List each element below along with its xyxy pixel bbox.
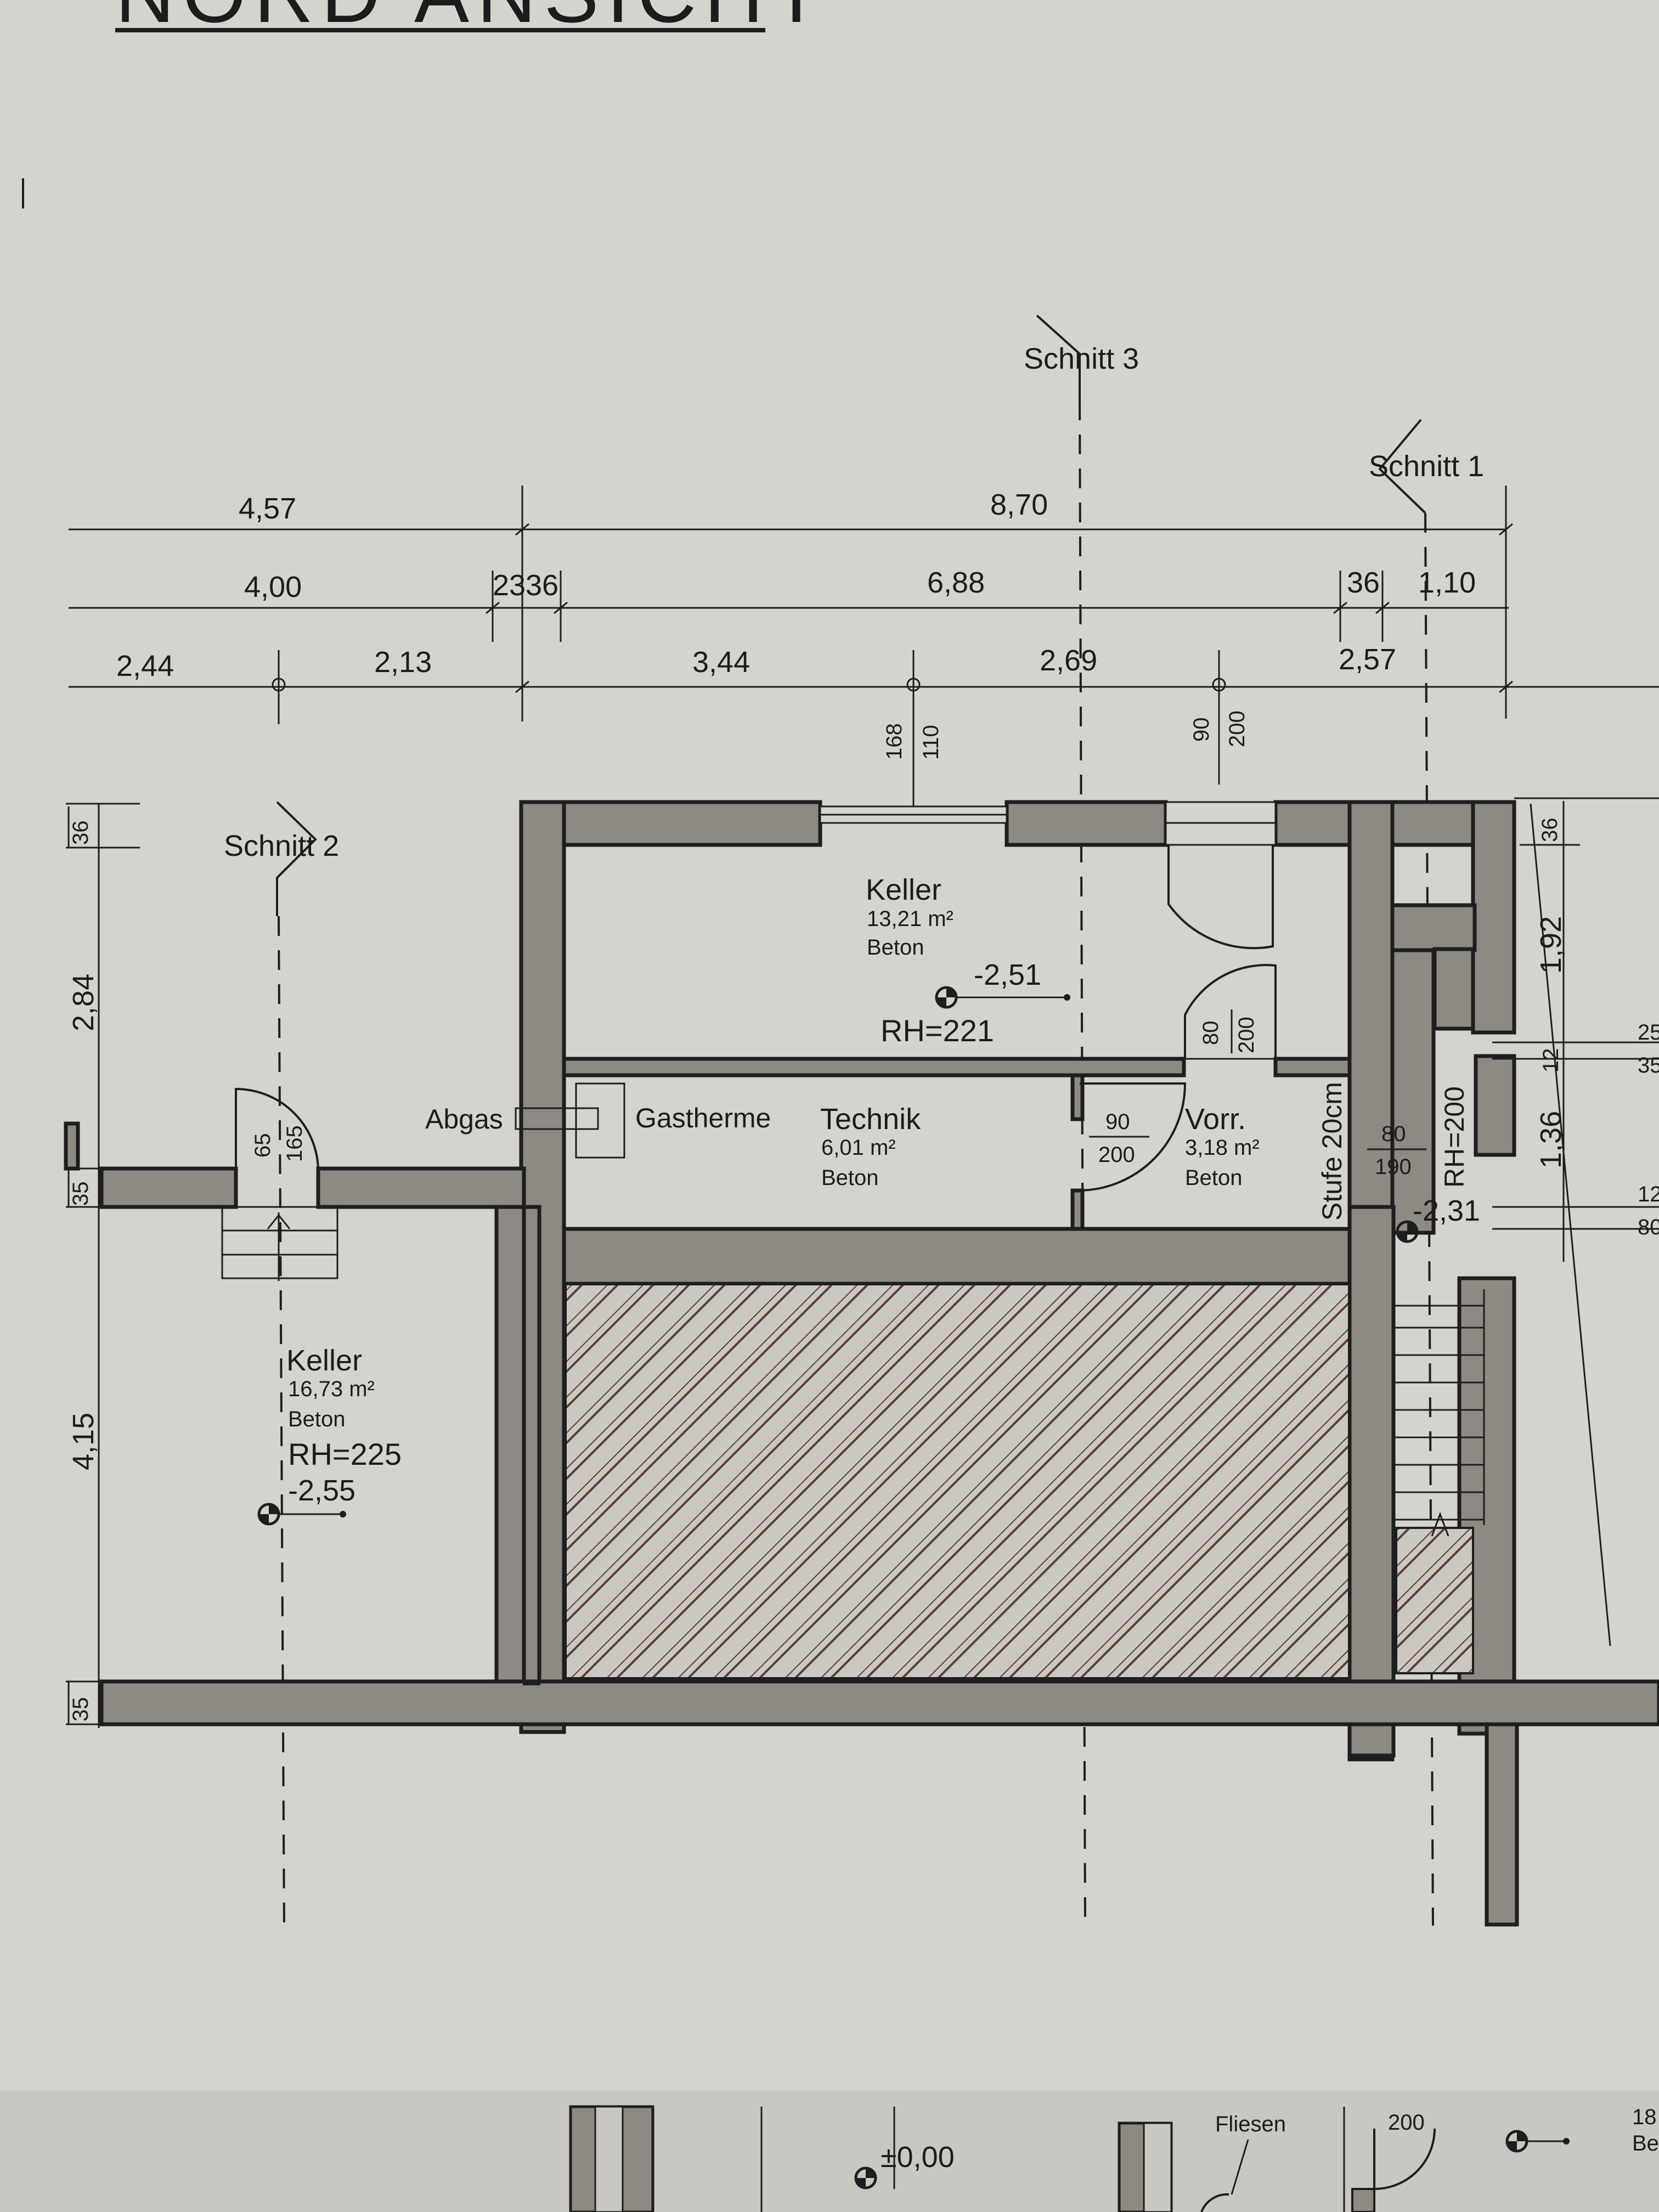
dim-row2-1: 23 (493, 569, 526, 602)
staircase (1392, 1289, 1485, 1679)
dim-row3-3: 2,69 (1040, 644, 1097, 677)
room-keller-top-material: Beton (867, 935, 924, 960)
vdim-left-1: 2,84 (67, 974, 100, 1031)
vdim-right-7: 80 (1638, 1215, 1659, 1239)
left-vertical-dims (66, 803, 140, 1728)
door-keller-dim-a: 80 (1199, 1021, 1223, 1046)
label-gastherme: Gastherme (635, 1103, 771, 1133)
room-vorr-area: 3,18 m² (1185, 1136, 1260, 1160)
room-keller-left-rh: RH=225 (288, 1437, 402, 1471)
level-marker-stair (1396, 1220, 1419, 1243)
windows (819, 801, 1277, 846)
level-marker-keller-left (257, 1503, 346, 1526)
right-vertical-dims (1492, 797, 1659, 1646)
room-technik-area: 6,01 m² (821, 1136, 896, 1160)
vdim-left-2: 35 (69, 1182, 93, 1206)
label-level-zero: ±0,00 (881, 2141, 955, 2174)
stair-rh: RH=200 (1439, 1086, 1470, 1188)
dim-row3-1: 2,13 (374, 646, 432, 679)
gastherme-box (575, 1082, 625, 1159)
level-marker-keller-top (935, 986, 1070, 1009)
vdim-right-1: 1,92 (1534, 916, 1567, 974)
door-keller-dim-b: 200 (1234, 1017, 1259, 1053)
room-keller-top-level: -2,51 (974, 958, 1041, 991)
room-keller-top-area: 13,21 m² (867, 907, 953, 931)
label-fliesen: Fliesen (1215, 2112, 1286, 2136)
label-bottom-be: Be (1632, 2131, 1659, 2155)
dim-row2-4: 36 (1347, 566, 1380, 599)
abgas-flue (515, 1107, 599, 1130)
door-left-dim-a: 65 (251, 1133, 275, 1158)
vdim-left-4: 35 (69, 1697, 93, 1722)
room-keller-left-name: Keller (286, 1344, 362, 1377)
vdim-left-3: 4,15 (67, 1413, 100, 1470)
room-keller-top-rh: RH=221 (881, 1013, 994, 1048)
dim-row3-2: 3,44 (692, 646, 750, 679)
lower-plan-fragment (569, 2105, 1570, 2212)
lower-page (0, 2090, 1659, 2212)
room-vorr-name: Vorr. (1185, 1103, 1246, 1136)
vdim-right-0: 36 (1538, 818, 1562, 843)
section-label-1: Schnitt 1 (1369, 450, 1484, 483)
room-technik-material: Beton (821, 1166, 879, 1190)
label-bottom-18: 18 (1632, 2105, 1657, 2129)
section-label-2: Schnitt 2 (224, 830, 339, 862)
vdim-right-6: 12 (1638, 1182, 1659, 1206)
room-keller-left-level: -2,55 (288, 1474, 356, 1507)
window2-dim-a: 90 (1189, 718, 1214, 742)
sheet-title: NORD ANSICHT (115, 0, 829, 40)
dim-row2-2: 36 (526, 569, 558, 602)
door-vorr-dim-a: 90 (1105, 1110, 1130, 1134)
vdim-right-4: 25 (1638, 1020, 1659, 1045)
label-abgas: Abgas (425, 1104, 503, 1135)
room-vorr-material: Beton (1185, 1166, 1243, 1190)
room-keller-left-material: Beton (288, 1407, 346, 1431)
dim-row2-5: 1,10 (1418, 566, 1476, 599)
section-label-3: Schnitt 3 (1024, 342, 1139, 375)
vdim-right-5: 35 (1638, 1053, 1659, 1077)
dim-row2-0: 4,00 (244, 571, 302, 603)
dim-row1-1: 8,70 (990, 488, 1048, 521)
entrance-steps (221, 1206, 338, 1281)
door-stair-dim-a: 80 (1381, 1122, 1406, 1146)
vdim-left-0: 36 (69, 821, 93, 845)
label-stufe: Stufe 20cm (1317, 1082, 1347, 1221)
window2-dim-b: 200 (1225, 710, 1249, 747)
label-level-stair: -2,31 (1413, 1194, 1480, 1227)
vdim-right-2: 12 (1539, 1048, 1563, 1073)
walls (64, 800, 1659, 1927)
dim-row3-4: 2,57 (1339, 643, 1396, 676)
door-stair-dim-b: 190 (1375, 1155, 1412, 1179)
window1-dim-a: 168 (882, 723, 906, 760)
window1-dim-b: 110 (919, 725, 943, 760)
door-vorr-dim-b: 200 (1098, 1143, 1135, 1167)
label-bottom-200: 200 (1388, 2111, 1425, 2135)
vdim-right-3: 1,36 (1534, 1111, 1567, 1169)
dim-row1-0: 4,57 (239, 492, 296, 525)
dimension-lines (69, 486, 1659, 806)
door-left-dim-b: 165 (283, 1125, 307, 1162)
room-technik-name: Technik (820, 1103, 921, 1136)
room-keller-top-name: Keller (866, 873, 941, 906)
dim-row2-3: 6,88 (927, 566, 985, 599)
wall-gap-left (523, 1206, 540, 1685)
dim-row3-0: 2,44 (116, 650, 174, 682)
room-keller-left-area: 16,73 m² (288, 1377, 375, 1401)
hatched-area (563, 1282, 1351, 1680)
